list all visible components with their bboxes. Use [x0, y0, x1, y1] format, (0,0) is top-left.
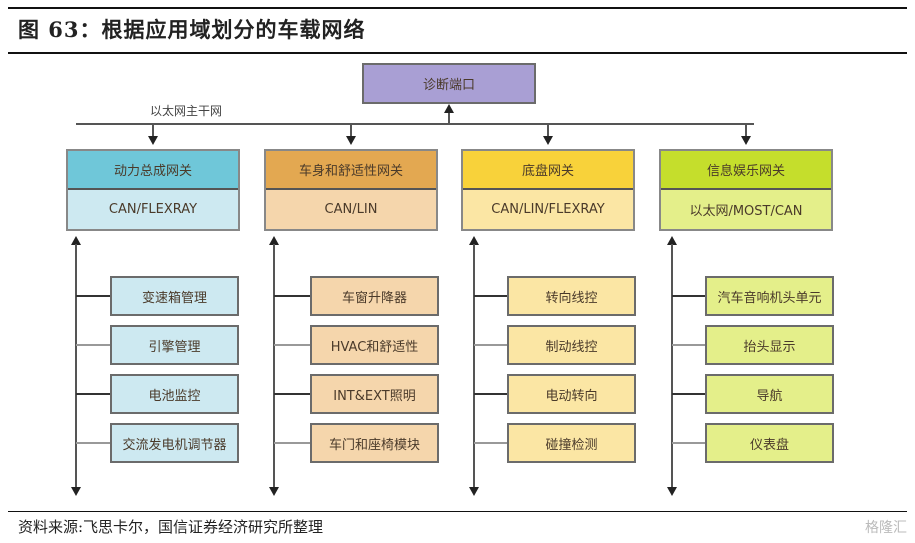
gateway-protocol: 以太网/MOST/CAN [661, 190, 831, 229]
arrow-down-icon [741, 136, 751, 145]
ecu-box: 仪表盘 [705, 423, 834, 463]
ecu-box: 电池监控 [110, 374, 239, 414]
backbone-label: 以太网主干网 [150, 104, 223, 118]
ecu-box: 碰撞检测 [507, 423, 636, 463]
ecu-box: 电动转向 [507, 374, 636, 414]
ecu-box: INT&EXT照明 [310, 374, 439, 414]
gateway-name: 车身和舒适性网关 [266, 151, 436, 190]
branch-line [76, 295, 110, 297]
gateway-protocol: CAN/LIN/FLEXRAY [463, 190, 633, 229]
top-rule [8, 7, 907, 9]
footer-rule [8, 511, 907, 512]
ecu-box: 制动线控 [507, 325, 636, 365]
bus-line [273, 244, 275, 488]
ecu-box: 导航 [705, 374, 834, 414]
arrow-down-icon [346, 136, 356, 145]
gateway-protocol: CAN/LIN [266, 190, 436, 229]
ecu-box: 车门和座椅模块 [310, 423, 439, 463]
arrow-up-icon [469, 236, 479, 245]
branch-line [274, 442, 310, 444]
gateway-name: 信息娱乐网关 [661, 151, 831, 190]
gateway-box: 底盘网关 CAN/LIN/FLEXRAY [461, 149, 635, 231]
diagnostic-port-box: 诊断端口 [362, 63, 536, 104]
branch-line [474, 344, 507, 346]
ecu-box: 引擎管理 [110, 325, 239, 365]
arrow-down-icon [543, 136, 553, 145]
branch-line [672, 393, 705, 395]
ecu-box: HVAC和舒适性 [310, 325, 439, 365]
branch-line [672, 295, 705, 297]
ecu-box: 抬头显示 [705, 325, 834, 365]
bus-line [473, 244, 475, 488]
gateway-name: 底盘网关 [463, 151, 633, 190]
branch-line [672, 442, 705, 444]
arrow-up-icon [71, 236, 81, 245]
arrow-down-icon [71, 487, 81, 496]
gateway-connector [350, 124, 352, 140]
ecu-box: 汽车音响机头单元 [705, 276, 834, 316]
arrow-down-icon [667, 487, 677, 496]
gateway-connector [547, 124, 549, 140]
gateway-name: 动力总成网关 [68, 151, 238, 190]
arrow-down-icon [148, 136, 158, 145]
gateway-box: 车身和舒适性网关 CAN/LIN [264, 149, 438, 231]
branch-line [76, 393, 110, 395]
gateway-protocol: CAN/FLEXRAY [68, 190, 238, 229]
gateway-box: 动力总成网关 CAN/FLEXRAY [66, 149, 240, 231]
branch-line [274, 393, 310, 395]
arrow-up-icon [269, 236, 279, 245]
ecu-box: 转向线控 [507, 276, 636, 316]
ecu-box: 变速箱管理 [110, 276, 239, 316]
gateway-connector [152, 124, 154, 140]
branch-line [474, 393, 507, 395]
branch-line [474, 442, 507, 444]
figure-title: 图 63：根据应用域划分的车载网络 [18, 17, 366, 42]
title-rule [8, 52, 907, 54]
gateway-connector [745, 124, 747, 140]
gateway-box: 信息娱乐网关 以太网/MOST/CAN [659, 149, 833, 231]
branch-line [274, 295, 310, 297]
bus-line [671, 244, 673, 488]
branch-line [76, 344, 110, 346]
branch-line [474, 295, 507, 297]
ecu-box: 交流发电机调节器 [110, 423, 239, 463]
watermark: 格隆汇 [865, 520, 907, 536]
branch-line [274, 344, 310, 346]
arrow-down-icon [469, 487, 479, 496]
ecu-box: 车窗升降器 [310, 276, 439, 316]
arrow-up-icon [667, 236, 677, 245]
backbone-line [76, 123, 754, 125]
arrow-up-icon [444, 104, 454, 113]
source-note: 资料来源:飞思卡尔，国信证券经济研究所整理 [18, 518, 324, 536]
diag-connector [448, 112, 450, 124]
arrow-down-icon [269, 487, 279, 496]
bus-line [75, 244, 77, 488]
branch-line [672, 344, 705, 346]
branch-line [76, 442, 110, 444]
